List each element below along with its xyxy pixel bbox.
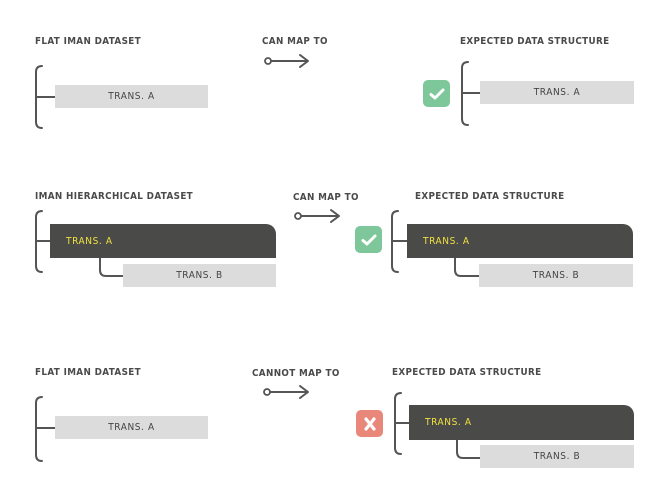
arrow-icon-row1: [264, 54, 309, 68]
check-icon: [429, 88, 444, 99]
status-badge-row1: [423, 80, 450, 107]
target-title-row1: EXPECTED DATA STRUCTURE: [460, 36, 610, 47]
x-icon: [363, 416, 376, 431]
check-icon: [361, 234, 376, 245]
target-title-row2: EXPECTED DATA STRUCTURE: [415, 191, 565, 202]
source-title-row1: FLAT IMAN DATASET: [35, 36, 141, 47]
child-connector-row2-target: [454, 257, 480, 277]
source-title-row2: IMAN HIERARCHICAL DATASET: [35, 191, 194, 202]
status-badge-row2: [355, 226, 382, 253]
child-connector-row2-source: [99, 257, 124, 277]
child-connector-row3-target: [456, 439, 481, 459]
target-box-trans-a-row3: TRANS. A: [409, 405, 634, 440]
target-box-trans-b-row3: TRANS. B: [480, 445, 634, 468]
target-box-trans-a-row2: TRANS. A: [407, 224, 633, 258]
status-badge-row3: [356, 410, 383, 437]
source-title-row3: FLAT IMAN DATASET: [35, 367, 141, 378]
relation-label-row2: CAN MAP TO: [293, 192, 359, 203]
target-box-trans-a-row1: TRANS. A: [480, 81, 634, 104]
source-box-trans-a-row1: TRANS. A: [55, 85, 208, 108]
relation-label-row3: CANNOT MAP TO: [252, 368, 340, 379]
source-box-trans-b-row2: TRANS. B: [123, 264, 276, 287]
target-box-trans-b-row2: TRANS. B: [479, 264, 633, 287]
relation-label-row1: CAN MAP TO: [262, 36, 328, 47]
source-box-trans-a-row2: TRANS. A: [50, 224, 276, 258]
source-box-trans-a-row3: TRANS. A: [55, 416, 208, 439]
arrow-icon-row3: [263, 385, 309, 399]
target-title-row3: EXPECTED DATA STRUCTURE: [392, 367, 542, 378]
arrow-icon-row2: [294, 209, 340, 223]
